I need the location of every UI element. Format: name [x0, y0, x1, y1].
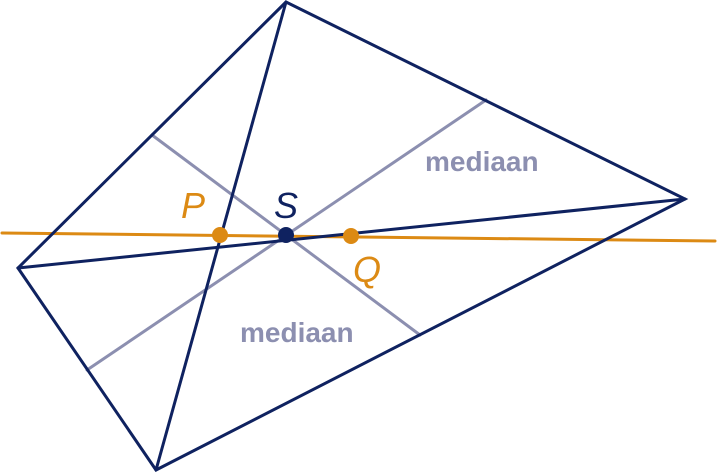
- label-median-lower: mediaan: [240, 317, 354, 348]
- label-median-upper: mediaan: [425, 146, 539, 177]
- label-s: S: [274, 185, 298, 226]
- label-q: Q: [353, 249, 381, 290]
- point-p-marker: [212, 227, 228, 243]
- point-s-marker: [278, 227, 294, 243]
- point-q-marker: [343, 228, 359, 244]
- label-p: P: [181, 185, 205, 226]
